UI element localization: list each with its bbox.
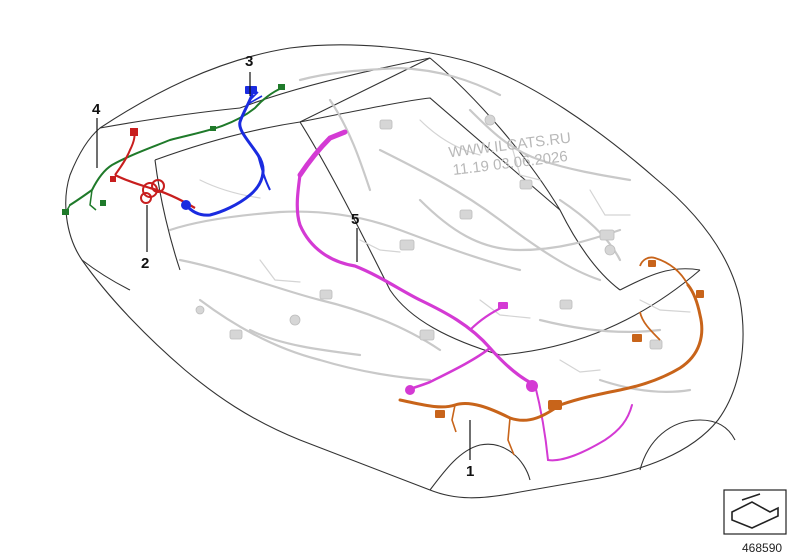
callout-3[interactable]: 3 (245, 53, 253, 70)
car-body-outline (65, 44, 744, 499)
green-harness[interactable] (62, 84, 285, 215)
callout-5[interactable]: 5 (351, 211, 359, 228)
red-harness[interactable] (110, 128, 196, 209)
vehicle-orientation-icon (723, 489, 787, 535)
callout-4[interactable]: 4 (92, 101, 101, 118)
callout-2[interactable]: 2 (141, 255, 149, 272)
callout-1[interactable]: 1 (466, 463, 474, 480)
orange-harness[interactable] (398, 256, 704, 456)
grey-background-harnesses (168, 66, 692, 394)
document-number: 468590 (742, 541, 782, 555)
blue-harness[interactable] (181, 86, 271, 217)
watermark: WWW.ILCATS.RU 11.19 03.06.2026 (448, 129, 572, 178)
magenta-harness[interactable] (295, 129, 633, 462)
